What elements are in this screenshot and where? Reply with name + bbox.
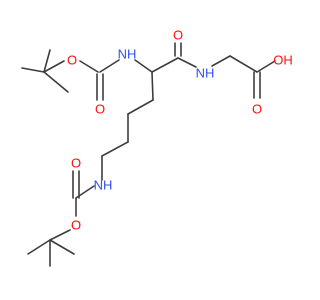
- oxygen-atom-label: O: [67, 53, 77, 68]
- bond: [79, 60, 99, 73]
- oxygen-atom-label: O: [95, 102, 105, 117]
- bond: [101, 141, 129, 157]
- oxygen-atom-label: O: [71, 156, 81, 171]
- atom-labels: O O NH O NH O OH NH O O: [67, 28, 293, 233]
- bond: [211, 55, 231, 67]
- bond: [151, 57, 179, 73]
- nitrogen-atom-label: NH: [196, 66, 215, 81]
- bond-layer: [21, 42, 276, 267]
- bond: [127, 99, 154, 115]
- oxygen-atom-label: O: [173, 28, 183, 43]
- bond: [21, 67, 45, 73]
- bond: [43, 60, 65, 73]
- nitrogen-atom-label: NH: [118, 47, 137, 62]
- bond: [43, 49, 51, 73]
- molecule-diagram: O O NH O NH O OH NH O O: [21, 28, 293, 267]
- hydroxyl-label: OH: [273, 53, 293, 68]
- bond: [49, 229, 71, 241]
- nitrogen-atom-label: NH: [94, 178, 113, 193]
- oxygen-atom-label: O: [71, 218, 81, 233]
- bond: [43, 71, 69, 93]
- bond: [229, 55, 258, 73]
- bond: [134, 59, 153, 73]
- bond: [49, 239, 75, 255]
- bond: [151, 71, 154, 101]
- bond: [99, 59, 120, 73]
- bond: [256, 60, 276, 73]
- bond: [27, 239, 51, 255]
- bond: [177, 57, 197, 68]
- oxygen-atom-label: O: [252, 102, 262, 117]
